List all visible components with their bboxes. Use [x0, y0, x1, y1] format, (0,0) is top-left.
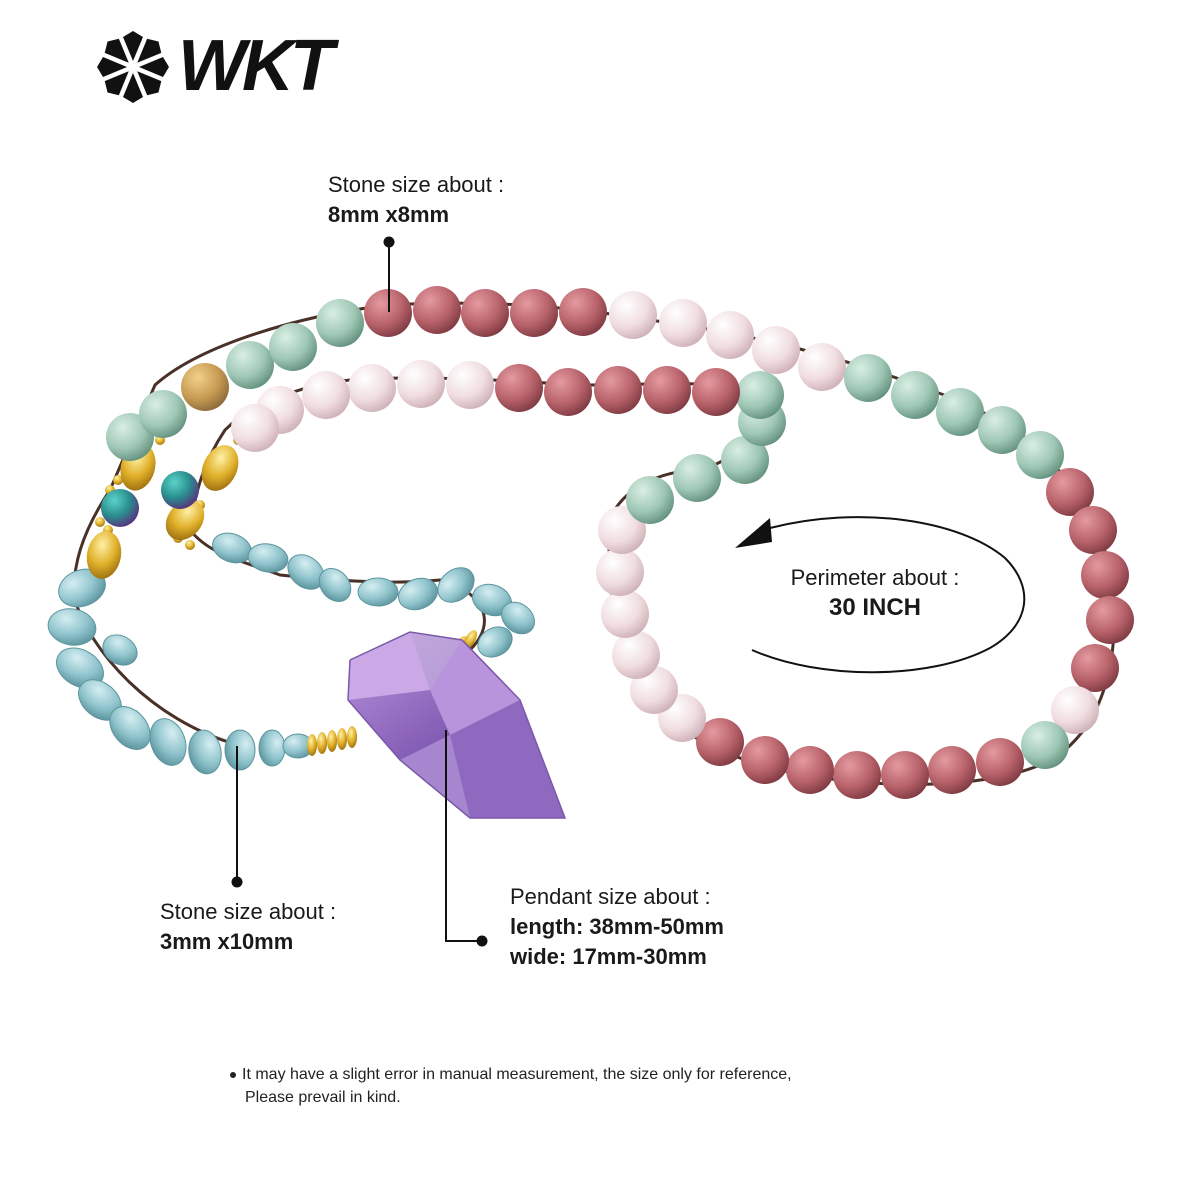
gold-barrel-beads [86, 443, 239, 579]
round-bead [1081, 551, 1129, 599]
round-bead [612, 631, 660, 679]
round-bead [752, 326, 800, 374]
round-bead [544, 368, 592, 416]
round-bead [1016, 431, 1064, 479]
round-bead [721, 436, 769, 484]
round-bead [696, 718, 744, 766]
aquamarine-chip-strand [47, 568, 314, 775]
round-bead [736, 371, 784, 419]
round-bead [978, 406, 1026, 454]
round-bead [598, 506, 646, 554]
round-bead [643, 366, 691, 414]
disclaimer-line-2: Please prevail in kind. [245, 1089, 401, 1106]
round-bead [1086, 596, 1134, 644]
round-bead [928, 746, 976, 794]
pendant-width-value: wide: 17mm-30mm [510, 944, 707, 969]
top-stone-size-value: 8mm x8mm [328, 202, 450, 227]
round-bead [226, 341, 274, 389]
pendant-length-value: length: 38mm-50mm [510, 914, 724, 939]
brand-logo: WKT [178, 26, 334, 106]
measurement-pointers [231, 236, 488, 947]
aquamarine-chip-inner-strand [212, 532, 535, 658]
round-bead [976, 738, 1024, 786]
round-bead [1051, 686, 1099, 734]
chip-stone-size-caption: Stone size about : [160, 899, 337, 924]
round-bead [692, 368, 740, 416]
round-bead [891, 371, 939, 419]
bullet-icon [230, 1071, 236, 1078]
round-bead [601, 590, 649, 638]
amethyst-pendant [347, 631, 567, 819]
round-bead [833, 751, 881, 799]
round-bead [316, 299, 364, 347]
top-stone-size-label: Stone size about : 8mm x8mm [328, 170, 504, 230]
chip-stone-size-value: 3mm x10mm [160, 929, 294, 954]
round-bead [397, 360, 445, 408]
measurement-disclaimer: It may have a slight error in manual mea… [230, 1063, 792, 1109]
round-bead [413, 286, 461, 334]
round-bead [881, 751, 929, 799]
round-bead [461, 289, 509, 337]
round-bead [302, 371, 350, 419]
round-bead [1021, 721, 1069, 769]
round-bead [269, 323, 317, 371]
round-bead [1046, 468, 1094, 516]
round-bead [495, 364, 543, 412]
chip-stone-size-label: Stone size about : 3mm x10mm [160, 897, 336, 957]
round-bead [446, 361, 494, 409]
round-bead [786, 746, 834, 794]
round-bead [231, 404, 279, 452]
pendant-size-label: Pendant size about : length: 38mm-50mm w… [510, 882, 724, 972]
top-stone-size-caption: Stone size about : [328, 172, 505, 197]
perimeter-label: Perimeter about : 30 INCH [765, 563, 985, 623]
round-bead [844, 354, 892, 402]
perimeter-caption: Perimeter about : [790, 565, 960, 590]
round-bead [1069, 506, 1117, 554]
round-bead [510, 289, 558, 337]
round-bead [609, 291, 657, 339]
perimeter-value: 30 INCH [828, 594, 922, 621]
round-bead-strand [106, 286, 1134, 799]
round-bead [559, 288, 607, 336]
round-bead [673, 454, 721, 502]
round-bead [594, 366, 642, 414]
pendant-size-caption: Pendant size about : [510, 884, 711, 909]
snowflake-star-icon [97, 31, 169, 103]
round-bead [348, 364, 396, 412]
round-bead [626, 476, 674, 524]
round-bead [364, 289, 412, 337]
round-bead [659, 299, 707, 347]
perimeter-arrow [735, 516, 1026, 674]
round-bead [798, 343, 846, 391]
round-bead [596, 548, 644, 596]
round-bead [181, 363, 229, 411]
round-bead [706, 311, 754, 359]
round-bead [741, 736, 789, 784]
disclaimer-line-1: It may have a slight error in manual mea… [242, 1066, 792, 1083]
round-bead [936, 388, 984, 436]
round-bead [139, 390, 187, 438]
round-bead [1071, 644, 1119, 692]
